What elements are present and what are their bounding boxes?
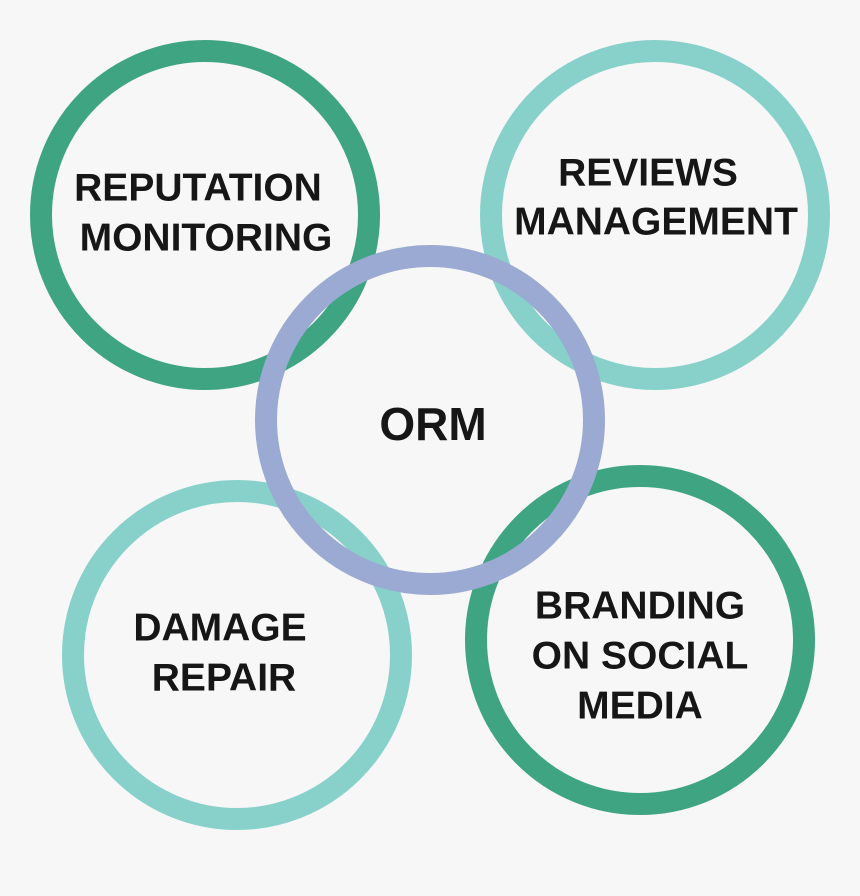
damage-label-line-1: DAMAGE: [133, 606, 306, 649]
reputation-label-line-1: REPUTATION: [74, 166, 322, 209]
reviews-label-line-2: MANAGEMENT: [514, 200, 798, 243]
damage-label-line-2: REPAIR: [152, 656, 296, 699]
branding-social-media-ring: [465, 465, 815, 815]
orm-center-ring: [255, 245, 605, 595]
branding-label-line-1: BRANDING: [535, 584, 745, 627]
branding-label-line-3: MEDIA: [577, 684, 703, 727]
damage-repair-ring: [62, 480, 412, 830]
orm-label: ORM: [379, 398, 486, 450]
reputation-monitoring-ring: [30, 40, 380, 390]
reviews-management-ring: [480, 40, 830, 390]
reputation-label-line-2: MONITORING: [80, 216, 333, 259]
reviews-label-line-1: REVIEWS: [558, 151, 738, 194]
branding-label-line-2: ON SOCIAL: [532, 634, 749, 677]
